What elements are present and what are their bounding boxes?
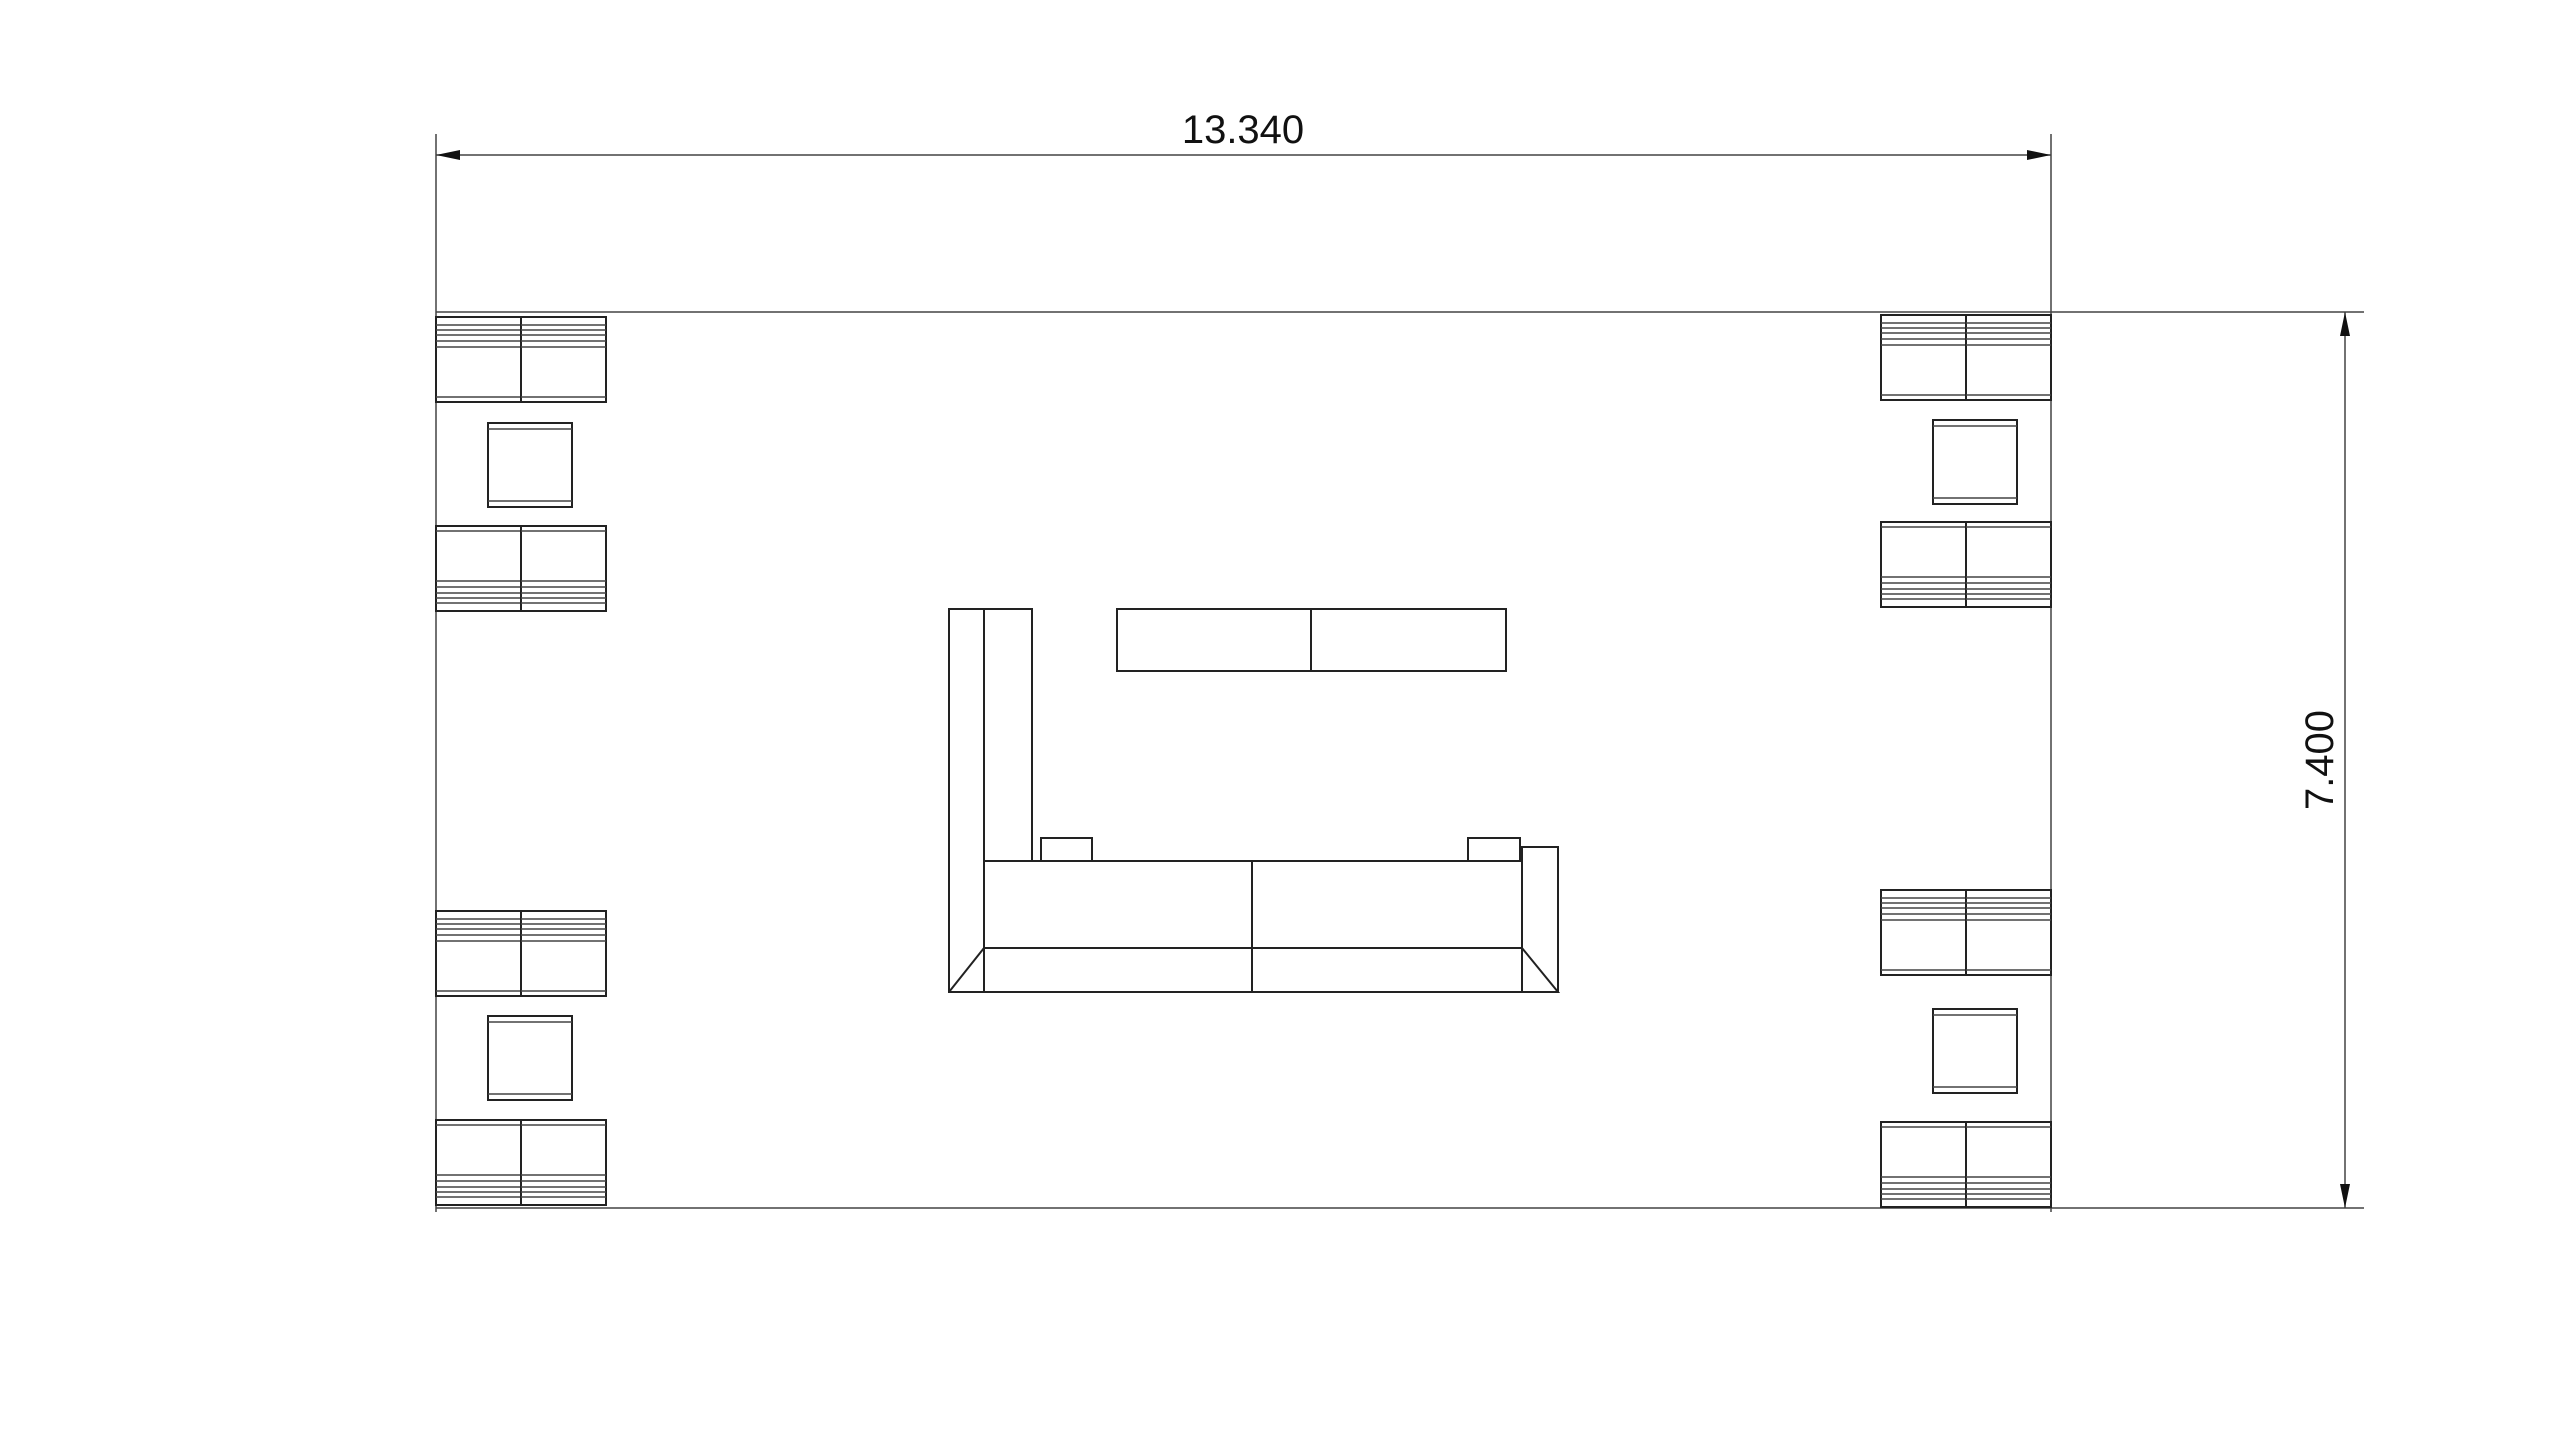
side-table [487, 1015, 573, 1101]
armchair-pair [1880, 521, 2052, 608]
armchair [520, 525, 607, 612]
side-table [1932, 1008, 2018, 1094]
armchair-pair [435, 316, 607, 403]
armchair-pair [435, 525, 607, 612]
side-table [487, 422, 573, 508]
chair-groups [435, 314, 2052, 1208]
width-dimension: 13.340 [436, 108, 2051, 160]
armchair [520, 1119, 607, 1206]
height-dimension-label: 7.400 [2298, 710, 2342, 810]
pillow [1040, 837, 1093, 862]
armchair [520, 910, 607, 997]
armchair [1965, 521, 2052, 608]
armchair [520, 316, 607, 403]
room-outline [435, 134, 2364, 1212]
side-table [1932, 419, 2018, 505]
armchair-pair [1880, 889, 2052, 976]
height-dimension: 7.400 [2298, 312, 2350, 1208]
pillow [1467, 837, 1521, 862]
armchair [1965, 314, 2052, 401]
armchair-pair [1880, 314, 2052, 401]
sectional-sofa [948, 608, 1561, 993]
armchair-pair [1880, 1121, 2052, 1208]
armchair [1965, 1121, 2052, 1208]
armchair [1965, 889, 2052, 976]
armchair-pair [435, 910, 607, 997]
coffee-table [1116, 608, 1507, 672]
armchair-pair [435, 1119, 607, 1206]
width-dimension-label: 13.340 [1182, 108, 1304, 152]
